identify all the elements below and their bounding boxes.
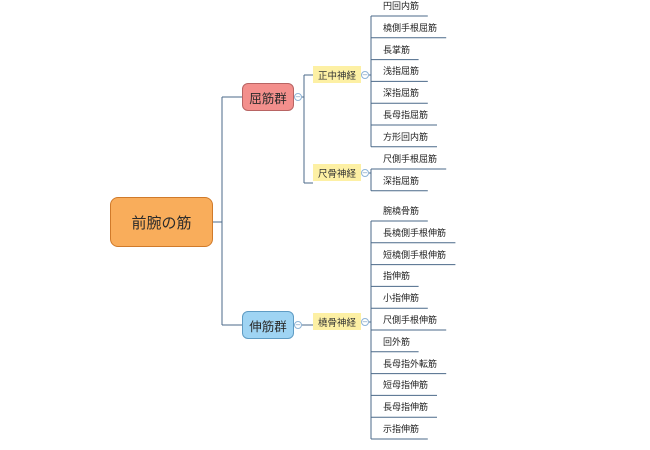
muscle-leaf[interactable]: 腕橈骨筋 xyxy=(383,207,420,217)
muscle-leaf[interactable]: 長母指伸筋 xyxy=(383,403,429,414)
muscle-leaf[interactable]: 深指屈筋 xyxy=(383,176,420,187)
muscle-leaf[interactable]: 尺側手根屈筋 xyxy=(383,155,438,165)
muscle-leaf[interactable]: 小指伸筋 xyxy=(383,294,420,305)
muscle-leaf[interactable]: 長橈側手根伸筋 xyxy=(383,228,447,239)
muscle-leaf[interactable]: 深指屈筋 xyxy=(383,89,420,100)
muscle-leaf[interactable]: 円回内筋 xyxy=(383,2,420,12)
nerve-node-median[interactable]: 正中神経 xyxy=(313,66,362,83)
muscle-leaf[interactable]: 橈側手根屈筋 xyxy=(383,23,438,34)
collapse-minus-icon[interactable]: − xyxy=(294,321,302,329)
muscle-leaf[interactable]: 指伸筋 xyxy=(383,272,411,283)
collapse-minus-icon[interactable]: − xyxy=(361,318,369,326)
group-node-flexor[interactable]: 屈筋群 xyxy=(242,83,294,111)
collapse-minus-icon[interactable]: − xyxy=(361,169,369,177)
root-label: 前腕の筋 xyxy=(131,213,192,232)
nerve-node-ulnar[interactable]: 尺骨神経 xyxy=(313,164,362,181)
group-label: 屈筋群 xyxy=(249,90,287,106)
muscle-leaf[interactable]: 示指伸筋 xyxy=(383,425,420,435)
muscle-leaf[interactable]: 長母指屈筋 xyxy=(383,111,429,121)
root-node[interactable]: 前腕の筋 xyxy=(110,197,213,247)
muscle-leaf[interactable]: 長掌筋 xyxy=(383,45,411,56)
nerve-label: 尺骨神経 xyxy=(318,168,357,180)
nerve-node-radial[interactable]: 橈骨神経 xyxy=(313,313,362,330)
collapse-minus-icon[interactable]: − xyxy=(361,71,369,79)
group-node-extensor[interactable]: 伸筋群 xyxy=(242,311,294,339)
muscle-leaf[interactable]: 尺側手根伸筋 xyxy=(383,316,438,326)
muscle-leaf[interactable]: 短母指伸筋 xyxy=(383,381,429,392)
muscle-leaf[interactable]: 方形回内筋 xyxy=(383,132,429,143)
muscle-leaf[interactable]: 短橈側手根伸筋 xyxy=(383,250,447,261)
group-label: 伸筋群 xyxy=(249,318,287,334)
nerve-label: 正中神経 xyxy=(318,70,357,82)
muscle-leaf[interactable]: 浅指屈筋 xyxy=(383,67,420,78)
muscle-leaf[interactable]: 長母指外転筋 xyxy=(383,359,438,370)
muscle-leaf[interactable]: 回外筋 xyxy=(383,337,411,348)
collapse-minus-icon[interactable]: − xyxy=(294,93,302,101)
nerve-label: 橈骨神経 xyxy=(318,317,357,329)
